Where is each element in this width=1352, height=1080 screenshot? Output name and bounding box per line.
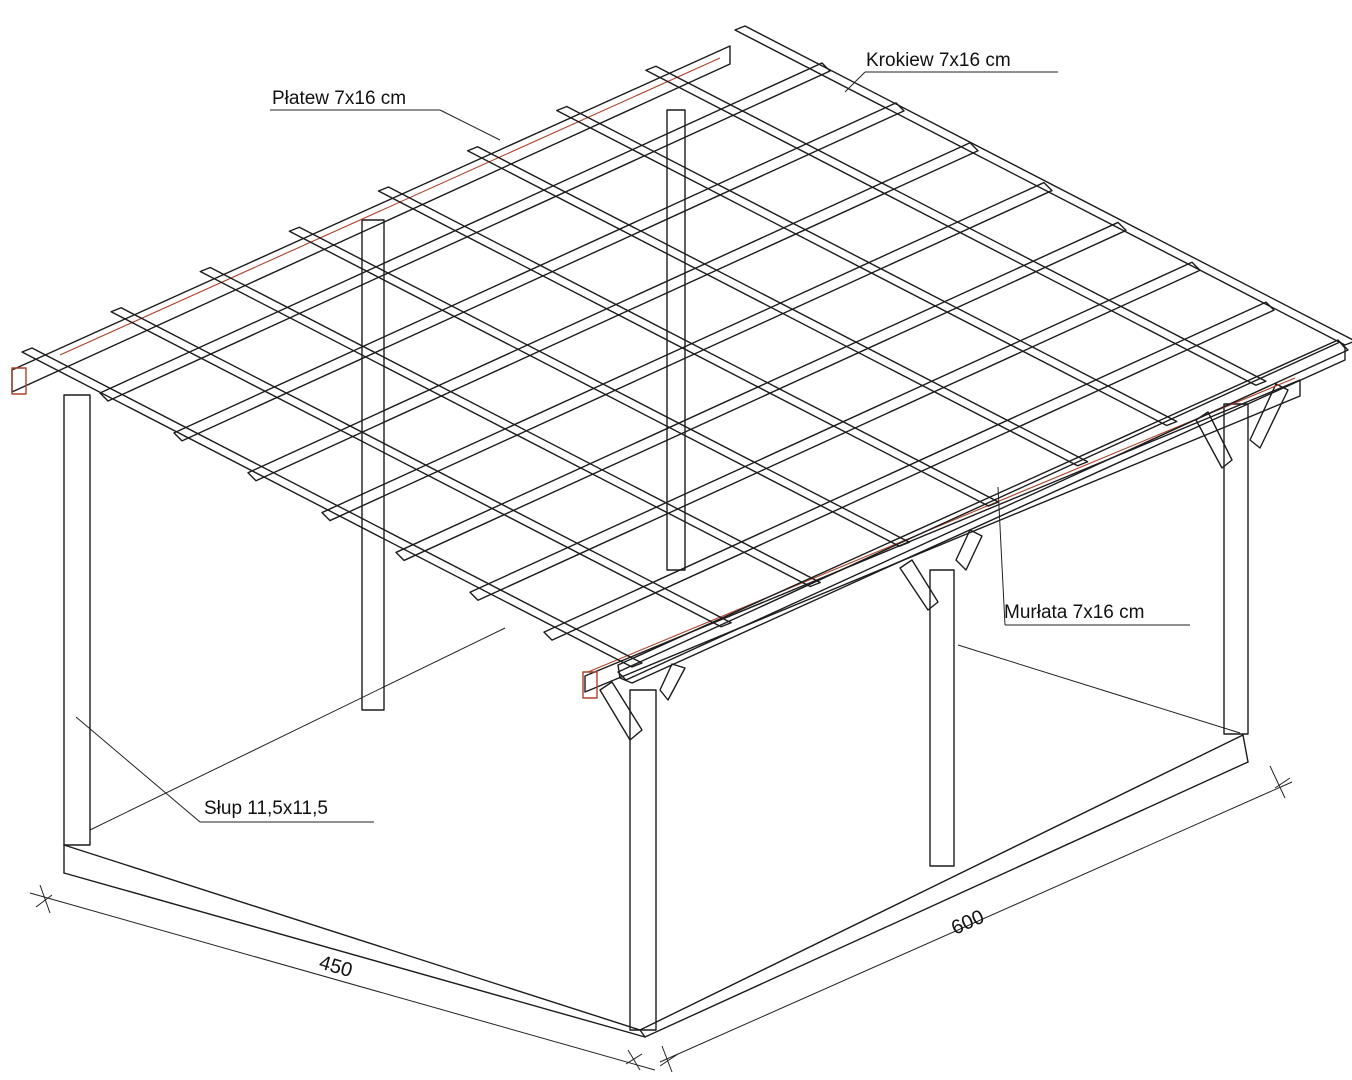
batten <box>321 181 1053 522</box>
rafter <box>466 146 1089 467</box>
leader-lines <box>75 71 1190 823</box>
battens <box>99 62 1349 681</box>
eave-beam <box>617 339 1346 684</box>
batten <box>247 142 979 482</box>
wall-plate-label: Murłata 7x16 cm <box>1004 602 1144 623</box>
batten <box>543 301 1275 641</box>
batten <box>395 221 1127 562</box>
rafter-label: Krokiew 7x16 cm <box>866 50 1011 71</box>
batten <box>617 341 1349 681</box>
dimension-600-label: 600 <box>948 906 987 940</box>
wall-plate <box>582 377 1301 699</box>
rafter <box>199 266 821 588</box>
batten <box>469 261 1201 601</box>
front-posts <box>63 394 1249 1031</box>
rafter <box>288 226 911 547</box>
rafter <box>110 307 732 628</box>
batten <box>173 102 905 442</box>
batten <box>99 62 831 402</box>
post-label: Słup 11,5x11,5 <box>204 798 328 819</box>
dimension-450-label: 450 <box>317 952 355 982</box>
rafter <box>21 347 643 668</box>
purlin-label: Płatew 7x16 cm <box>272 88 406 109</box>
rafter <box>734 25 1352 346</box>
rafters <box>21 25 1352 668</box>
rafter <box>556 105 1178 427</box>
dimension-600 <box>659 765 1293 1073</box>
rafter <box>645 65 1267 386</box>
dimension-450 <box>29 884 656 1071</box>
knee-braces <box>599 383 1289 741</box>
